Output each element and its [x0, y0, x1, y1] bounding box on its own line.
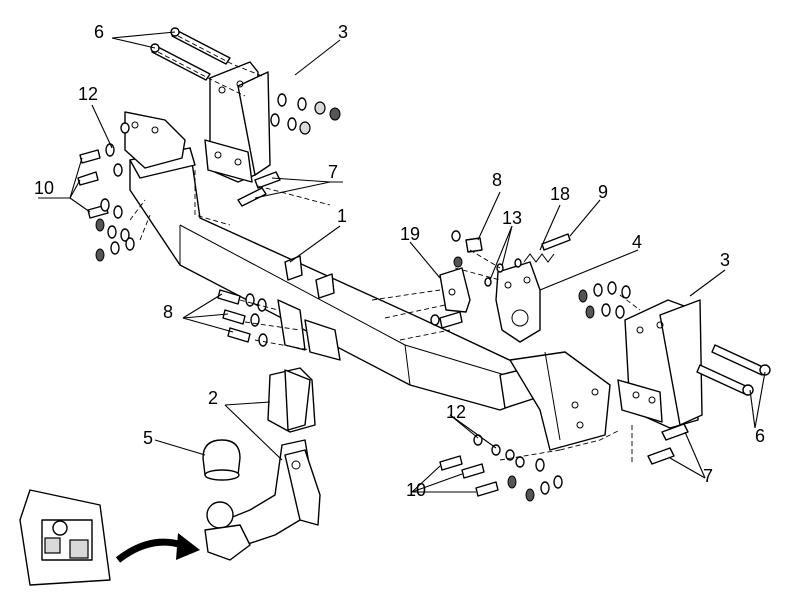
bolts-8-left [217, 289, 268, 347]
long-bolts-right [696, 344, 771, 396]
leader-lines [38, 31, 766, 493]
right-side-bracket [617, 299, 703, 429]
socket-fasteners [430, 230, 571, 329]
alignment-lines [129, 35, 641, 465]
callout-labels: 6 3 12 10 7 1 19 8 13 18 9 4 3 8 2 5 6 1… [34, 22, 765, 500]
label-12-left: 12 [78, 84, 98, 104]
right-end-plate [509, 351, 611, 451]
label-2: 2 [208, 388, 218, 408]
long-bolts-left [150, 27, 231, 81]
label-6-top: 6 [94, 22, 104, 42]
washers-nuts-right [578, 281, 631, 319]
left-end-plate [124, 111, 186, 169]
bolts-7-right [647, 423, 689, 465]
washers-nuts-left-top [270, 93, 341, 135]
label-6-right: 6 [755, 426, 765, 446]
crossbar-beam [129, 147, 546, 411]
towball-assembly [204, 367, 321, 561]
label-8-left: 8 [163, 302, 173, 322]
label-3-right: 3 [720, 250, 730, 270]
label-4: 4 [632, 232, 642, 252]
label-8-top: 8 [492, 170, 502, 190]
ball-cover [202, 439, 241, 481]
label-7-top: 7 [328, 162, 338, 182]
label-7-right: 7 [703, 466, 713, 486]
fasteners-10-12-right [439, 434, 563, 502]
center-bracket [277, 299, 341, 361]
label-10-left: 10 [34, 178, 54, 198]
label-10-right: 10 [406, 480, 426, 500]
left-side-bracket [204, 61, 271, 183]
label-3-top: 3 [338, 22, 348, 42]
label-19: 19 [400, 224, 420, 244]
vehicle-inset [19, 489, 111, 586]
arrow-icon [115, 533, 200, 563]
label-18: 18 [550, 184, 570, 204]
label-12-right: 12 [446, 402, 466, 422]
label-1: 1 [337, 206, 347, 226]
label-9: 9 [598, 182, 608, 202]
label-5: 5 [143, 428, 153, 448]
socket-plate [495, 261, 541, 343]
bolts-7-left [237, 171, 281, 207]
label-13: 13 [502, 208, 522, 228]
